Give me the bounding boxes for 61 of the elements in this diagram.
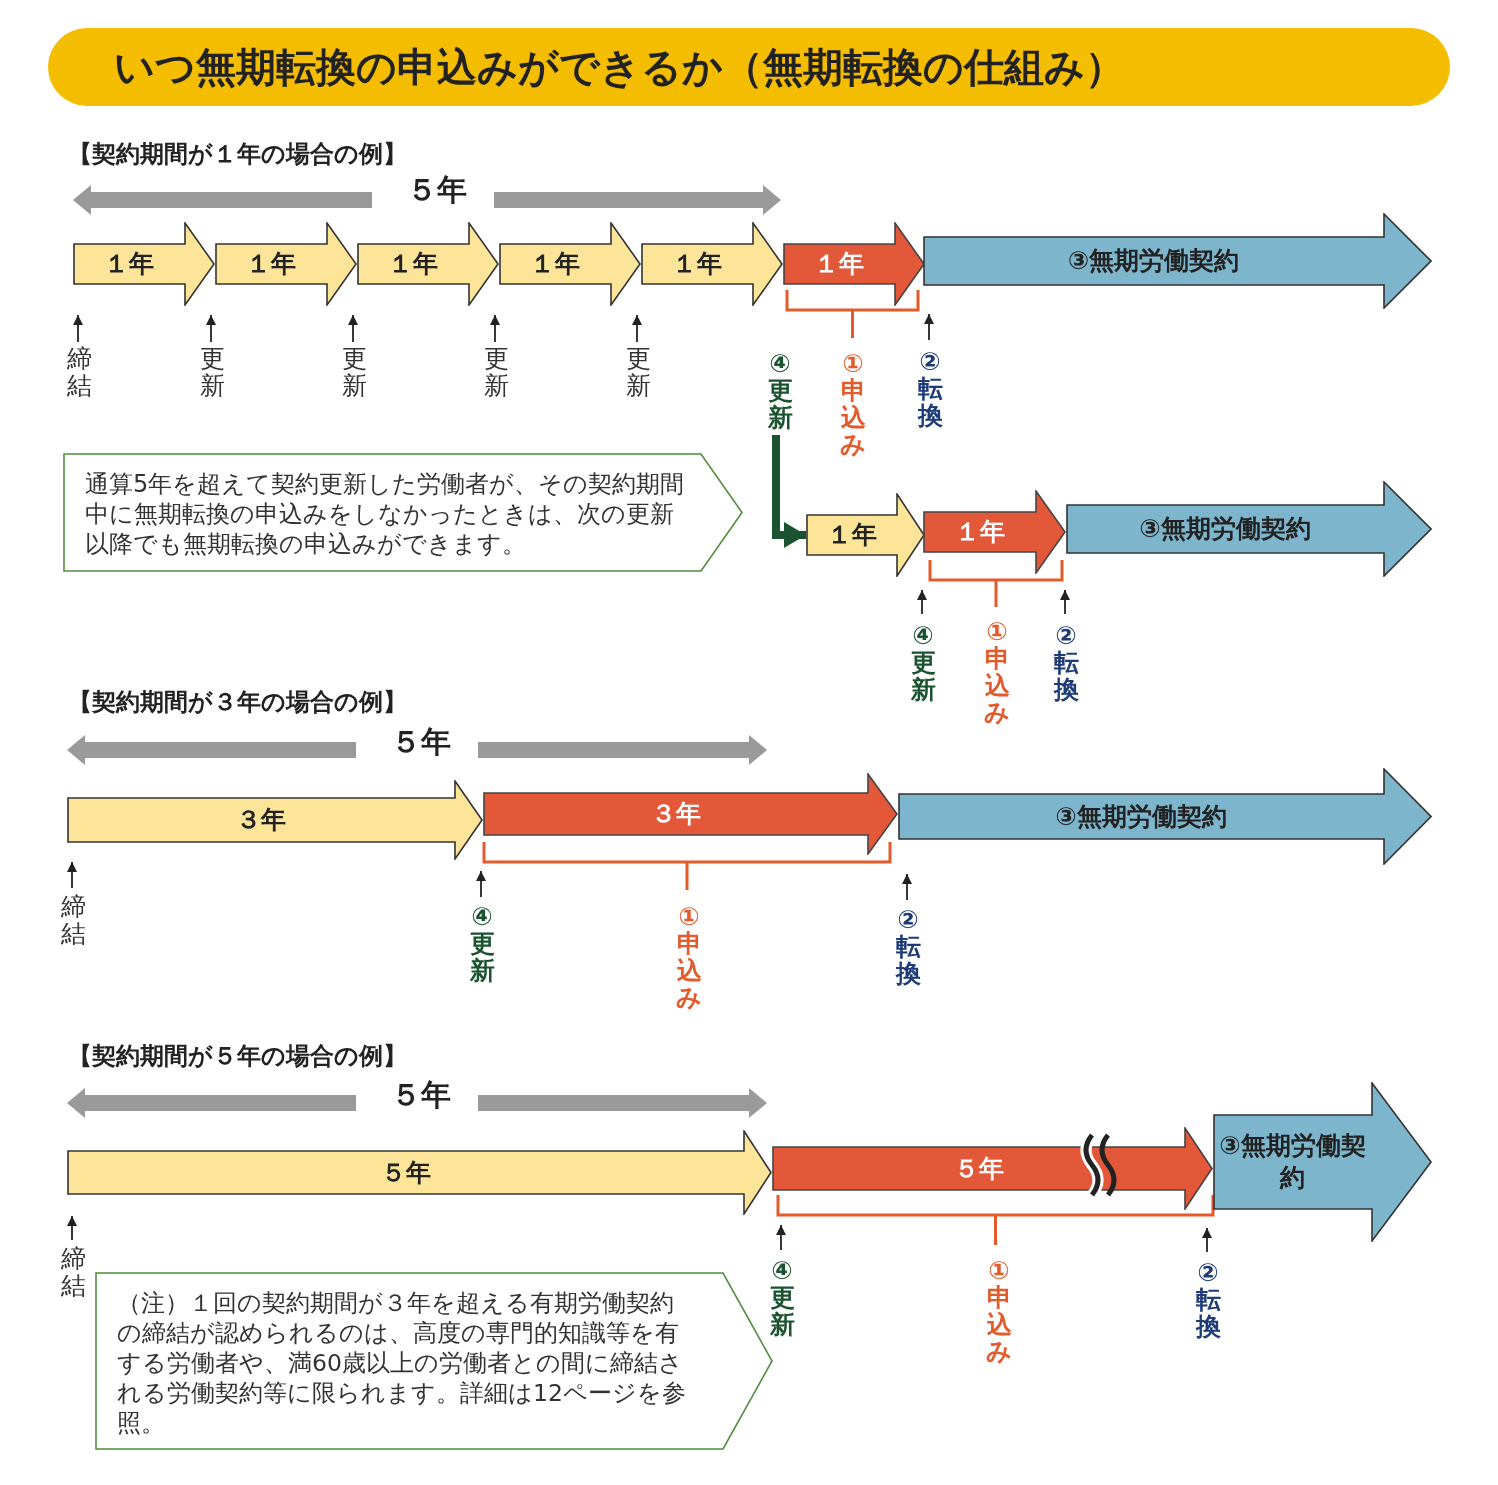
period-block [783, 222, 925, 306]
step-label: 更新 [198, 345, 226, 399]
arrow-label: １年 [953, 516, 1006, 548]
period-block [73, 222, 215, 306]
period-block [772, 1127, 1213, 1210]
arrow-label: ３年 [235, 804, 287, 836]
section-heading: 【契約期間が１年の場合の例】 [68, 139, 407, 170]
arrow-label: １年 [825, 519, 878, 551]
step-label: ④更新 [909, 622, 937, 703]
step-label: ②転換 [1194, 1259, 1222, 1340]
period-block [923, 490, 1066, 574]
step-label: 締結 [65, 345, 93, 399]
period-block [357, 222, 499, 306]
period-block [67, 1130, 772, 1215]
period-block [923, 213, 1432, 309]
step-label: ②転換 [894, 906, 922, 987]
arrow-label: ５年 [379, 1156, 432, 1189]
period-block [806, 493, 925, 577]
period-block [499, 222, 641, 306]
arrow-label: １年 [387, 248, 439, 280]
arrow-label: ③無期労働契約 [1218, 1130, 1367, 1194]
arrow-label: ５年 [952, 1152, 1005, 1185]
section-heading: 【契約期間が３年の場合の例】 [68, 687, 407, 718]
note-callout [63, 453, 743, 572]
title-banner: いつ無期転換の申込みができるか（無期転換の仕組み） [48, 28, 1450, 106]
period-block [215, 222, 357, 306]
arrow-label: １年 [529, 248, 581, 280]
step-label: ①申込み [675, 903, 703, 1011]
note-text: 通算5年を超えて契約更新した労働者が、その契約期間中に無期転換の申込みをしなかったときは、次の更新以降でも無期転換の申込みができます。 [85, 469, 685, 559]
arrow-label: ３年 [649, 798, 702, 830]
period-block [898, 768, 1432, 865]
dimension-label: ５年 [390, 723, 452, 761]
period-block [1213, 1082, 1432, 1242]
period-block [67, 780, 483, 860]
arrow-label: １年 [103, 248, 155, 280]
step-label: ①申込み [983, 618, 1011, 726]
period-block [483, 773, 898, 855]
dimension-label: ５年 [390, 1076, 452, 1114]
step-label: 更新 [482, 345, 510, 399]
arrow-label: ③無期労働契約 [1054, 800, 1228, 833]
step-label: ①申込み [985, 1257, 1013, 1365]
arrow-label: １年 [671, 248, 723, 280]
step-label: ④更新 [468, 903, 496, 984]
section-heading: 【契約期間が５年の場合の例】 [68, 1041, 407, 1072]
arrow-label: １年 [245, 248, 297, 280]
dimension-label: ５年 [406, 171, 468, 209]
arrow-label: １年 [813, 248, 865, 280]
arrow-label: ③無期労働契約 [1138, 513, 1312, 545]
step-label: ④更新 [766, 350, 794, 431]
step-label: 締結 [59, 893, 87, 947]
step-label: 更新 [340, 345, 368, 399]
step-label: ②転換 [1052, 622, 1080, 703]
step-label: 更新 [624, 345, 652, 399]
arrow-label: ③無期労働契約 [1066, 245, 1241, 277]
step-label: ①申込み [839, 350, 867, 458]
note-text: （注）１回の契約期間が３年を超える有期労働契約の締結が認められるのは、高度の専門的知識等を有する労働者や、満60歳以上の労働者との間に締結される労働契約等に限られます。詳細は12ページを参照。 [117, 1288, 687, 1438]
period-block [1066, 481, 1432, 577]
step-label: ④更新 [768, 1257, 796, 1338]
step-label: ②転換 [916, 348, 944, 429]
step-label: 締結 [59, 1245, 87, 1299]
period-block [641, 222, 783, 306]
